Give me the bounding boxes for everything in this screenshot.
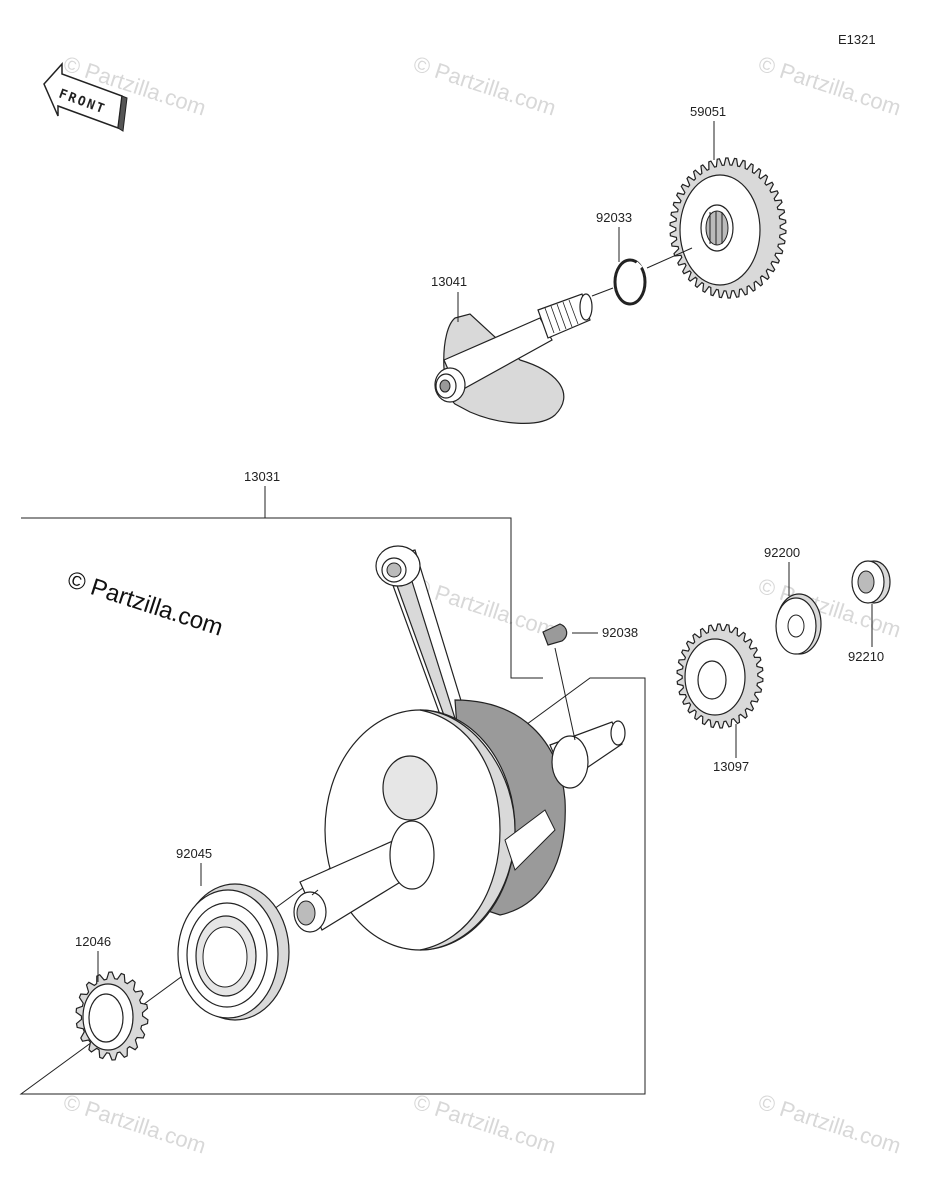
watermark: © Partzilla.com — [755, 1089, 904, 1159]
part-59051[interactable] — [669, 157, 787, 299]
part-92200[interactable] — [775, 593, 822, 655]
watermark: © Partzilla.com — [410, 51, 559, 121]
part-92045[interactable] — [177, 883, 290, 1021]
part-number-59051[interactable]: 59051 — [690, 104, 726, 119]
part-number-92200[interactable]: 92200 — [764, 545, 800, 560]
part-number-92210[interactable]: 92210 — [848, 649, 884, 664]
watermark: © Partzilla.com — [410, 1089, 559, 1159]
part-13041[interactable] — [434, 293, 593, 424]
watermark: © Partzilla.com — [60, 1089, 209, 1159]
part-92033[interactable] — [613, 258, 647, 306]
diagram-code: E1321 — [838, 32, 876, 47]
part-number-13041[interactable]: 13041 — [431, 274, 467, 289]
brand-watermark: © Partzilla.com — [64, 566, 226, 642]
part-number-92033[interactable]: 92033 — [596, 210, 632, 225]
part-13097[interactable] — [676, 623, 764, 729]
part-number-13031[interactable]: 13031 — [244, 469, 280, 484]
part-number-92038[interactable]: 92038 — [602, 625, 638, 640]
part-number-92045[interactable]: 92045 — [176, 846, 212, 861]
part-number-13097[interactable]: 13097 — [713, 759, 749, 774]
part-number-12046[interactable]: 12046 — [75, 934, 111, 949]
part-92038[interactable] — [542, 623, 568, 646]
part-12046[interactable] — [75, 971, 149, 1061]
watermark: © Partzilla.com — [755, 51, 904, 121]
part-13031[interactable] — [293, 545, 626, 951]
part-92210[interactable] — [851, 560, 891, 604]
